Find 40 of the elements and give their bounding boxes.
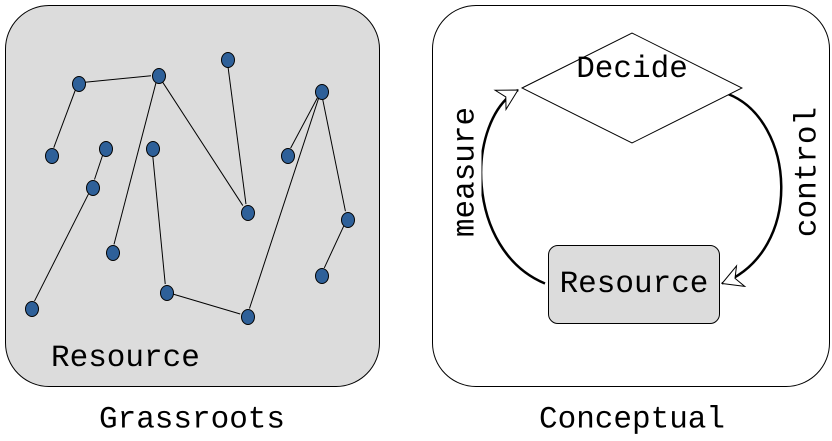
- dot: [25, 301, 39, 317]
- connector-line: [248, 98, 320, 309]
- connector-line: [114, 82, 156, 245]
- dot: [152, 68, 166, 84]
- node-label: Resource: [560, 269, 708, 300]
- dot: [45, 148, 59, 164]
- panel-caption: Grassroots: [98, 404, 286, 436]
- dot: [99, 141, 113, 157]
- curved-arrow: [480, 89, 546, 285]
- connector-line: [162, 80, 244, 206]
- panel: [5, 5, 380, 387]
- connector-line: [152, 155, 166, 285]
- connector-line: [290, 97, 318, 149]
- curved-arrow: [721, 92, 782, 285]
- panel-caption: Conceptual: [538, 404, 726, 436]
- dot: [315, 84, 329, 100]
- connector-line: [322, 98, 346, 212]
- connector-line: [172, 294, 241, 314]
- node-label: Decide: [576, 50, 688, 89]
- dot: [315, 268, 329, 284]
- dot: [241, 205, 255, 221]
- dot: [241, 309, 255, 325]
- process-box: [548, 245, 720, 324]
- dot: [146, 141, 160, 157]
- connector-line: [94, 154, 103, 180]
- decision-diamond: [521, 32, 743, 144]
- dot: [160, 285, 174, 301]
- dot: [72, 76, 86, 92]
- node-label: Resource: [51, 343, 200, 374]
- dot: [281, 148, 295, 164]
- connector-line: [53, 90, 76, 148]
- connector-line: [324, 226, 344, 268]
- connector-line: [84, 75, 152, 83]
- dot: [106, 245, 120, 261]
- dot: [221, 52, 235, 68]
- connector-line: [228, 66, 246, 205]
- dot: [341, 212, 355, 228]
- dot: [86, 180, 100, 196]
- panel: [432, 5, 830, 387]
- connector-line: [34, 193, 89, 302]
